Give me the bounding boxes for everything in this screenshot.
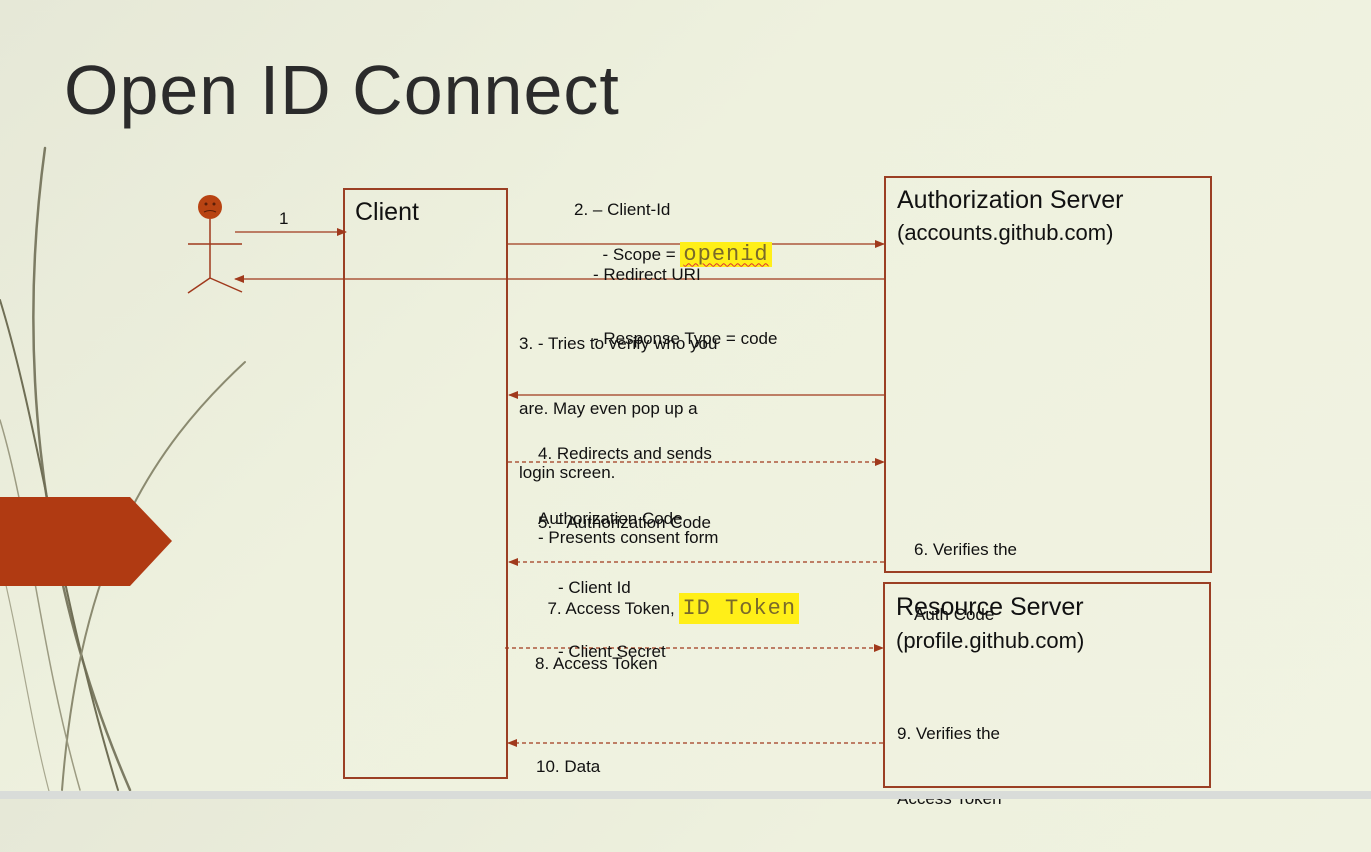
bottom-strip: [0, 791, 1371, 799]
resource-server-title: Resource Server: [896, 593, 1084, 621]
actor-head: [198, 195, 222, 219]
ribbon-shape: [0, 497, 172, 586]
decorative-curve: [0, 559, 51, 796]
step-7-text: 7. Access Token, ID Token: [538, 576, 800, 624]
step-1-label: 1: [279, 209, 289, 228]
client-label: Client: [355, 198, 419, 226]
step-2-text: 2. – Client-Id - Redirect URI - Response…: [574, 200, 778, 348]
step-10-text: 10. Data: [536, 757, 601, 776]
scope-openid-highlight: openid: [680, 241, 772, 267]
authorization-server-box: Authorization Server (accounts.github.co…: [884, 176, 1212, 624]
step-8-text: 8. Access Token: [535, 654, 658, 673]
step-4-text: 4. Redirects and sends Authorization Cod…: [538, 444, 712, 528]
step-5-text: 5. - Authorization Code - Client Id - Cl…: [538, 513, 711, 661]
step-6-text: 6. Verifies the Auth Code: [914, 540, 1018, 624]
authorization-server-title: Authorization Server: [897, 186, 1124, 214]
step-3-text: 3. - Tries to verify who you are. May ev…: [519, 334, 719, 547]
actor-figure: [187, 195, 243, 294]
resource-server-subtitle: (profile.github.com): [896, 628, 1085, 653]
background-decoration: [0, 146, 246, 796]
client-box: Client: [343, 188, 508, 779]
decorative-curve: [0, 419, 81, 791]
page-title: Open ID Connect: [64, 51, 620, 129]
decorative-curve: [32, 146, 132, 792]
step-2-scope: - Scope = openid: [593, 222, 772, 267]
authorization-server-subtitle: (accounts.github.com): [897, 220, 1114, 245]
id-token-highlight: ID Token: [679, 592, 800, 624]
